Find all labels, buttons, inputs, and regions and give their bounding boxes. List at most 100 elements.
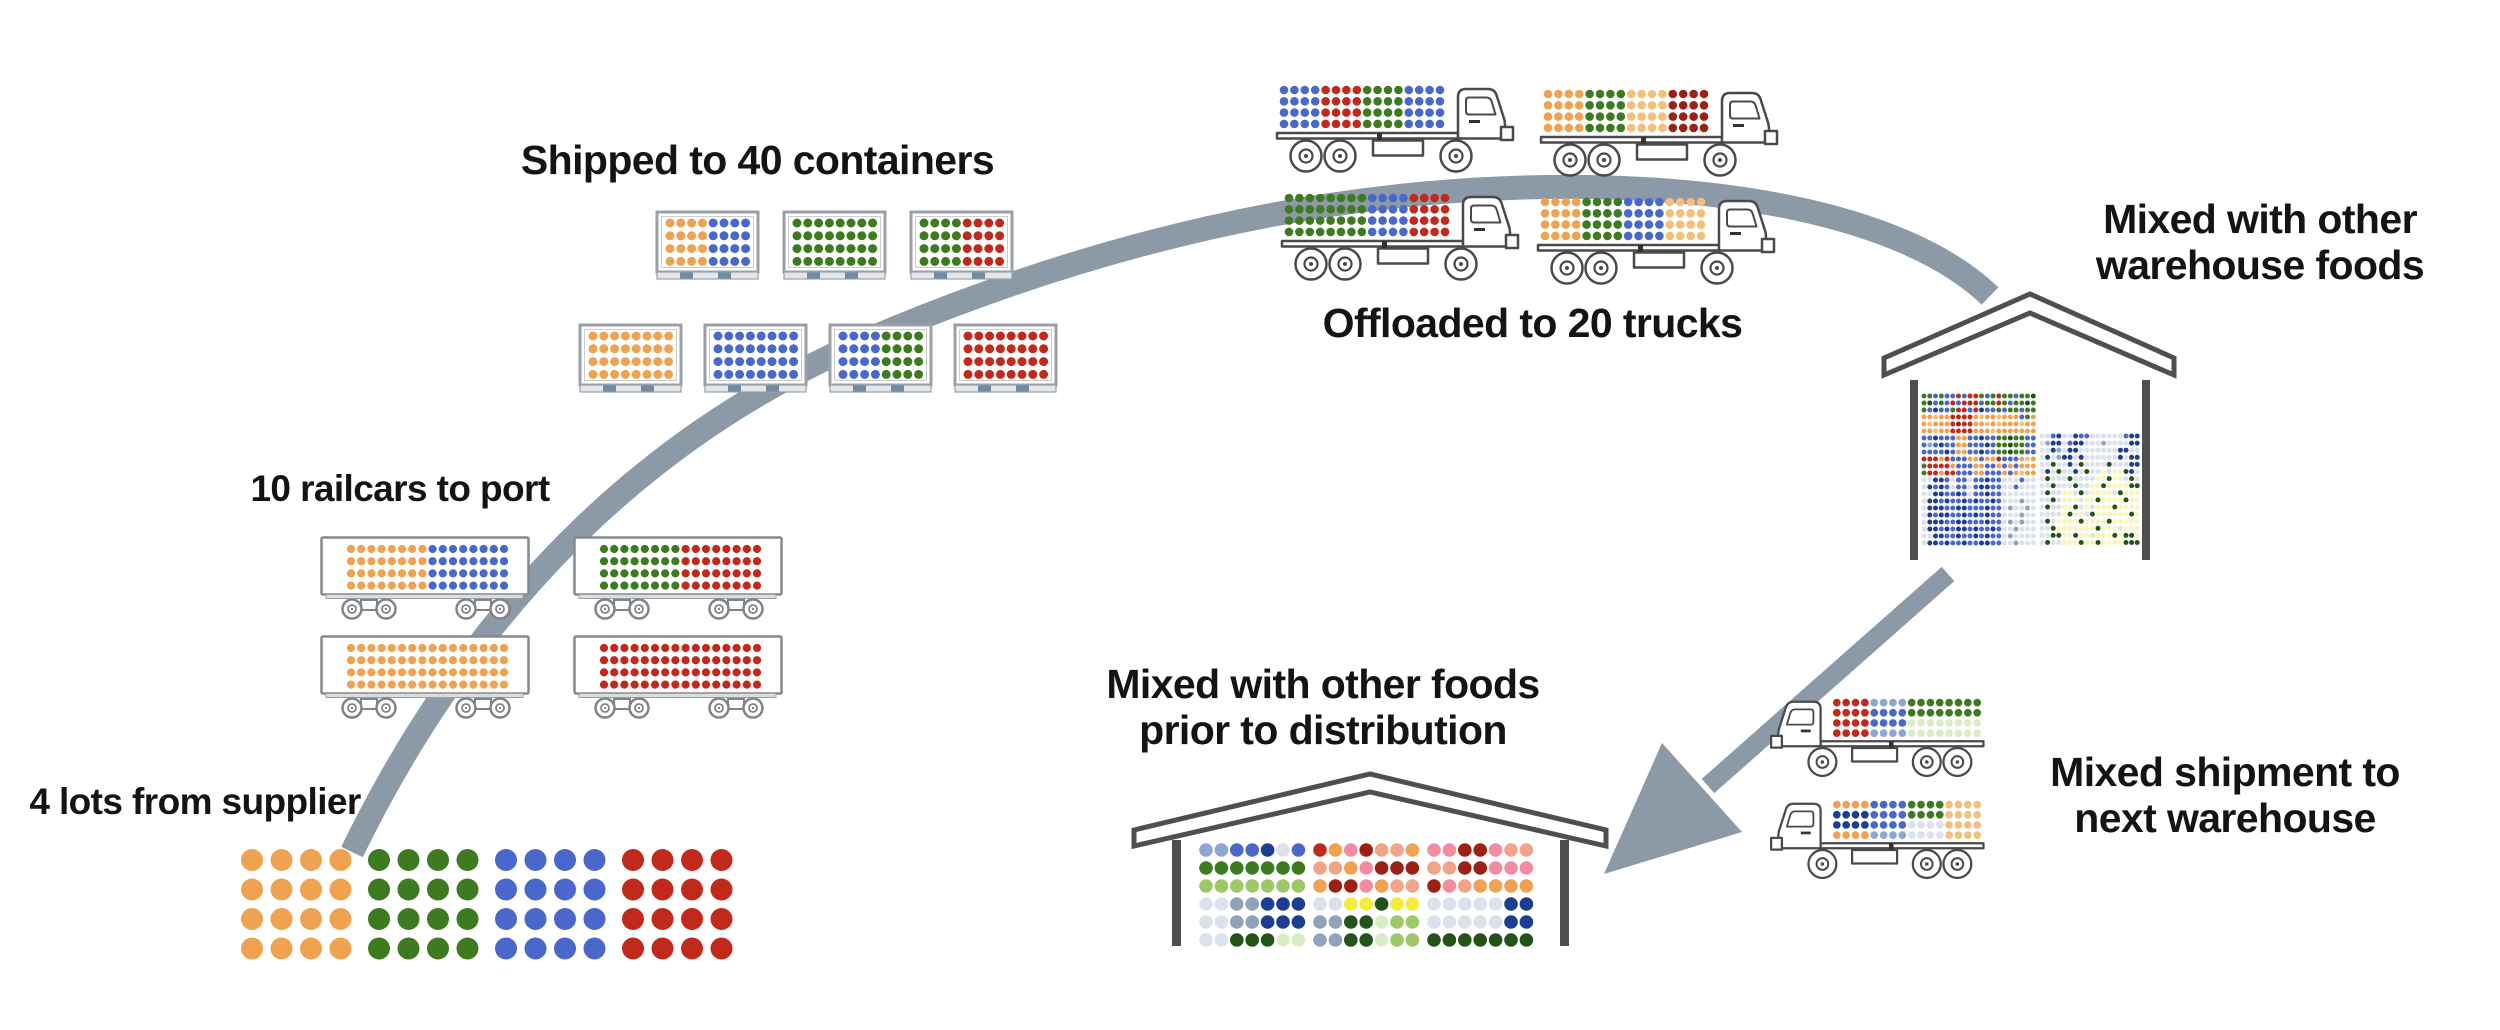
warehouse-wall (1560, 840, 1569, 946)
cargo-dots (1543, 89, 1709, 133)
truck-window (1726, 208, 1758, 228)
truck-wheel (1294, 247, 1328, 281)
label-mixed-warehouse: Mixed with other warehouse foods (2045, 196, 2475, 289)
railcar (320, 536, 530, 620)
warehouse (1881, 291, 2177, 560)
truck-wheel (1703, 143, 1737, 177)
container-foot (728, 385, 741, 392)
container-foot (853, 385, 866, 392)
truck-wheel (1439, 139, 1473, 173)
railcar (573, 635, 783, 719)
label-mixed-distribution: Mixed with other foods prior to distribu… (1078, 661, 1568, 754)
truck-flatbed (1275, 131, 1460, 140)
railcar-bogie (455, 598, 511, 620)
cargo-dots (368, 849, 479, 960)
label-railcars: 10 railcars to port (250, 468, 550, 509)
shipping-container (655, 210, 760, 280)
cargo-dots (346, 544, 509, 590)
container-foot (934, 272, 947, 279)
cargo-truck (1536, 197, 1776, 285)
railcar (573, 536, 783, 620)
truck-wheel (1700, 251, 1734, 285)
container-foot (718, 272, 731, 279)
cargo-dots (1832, 800, 1982, 839)
cargo-dots (665, 218, 751, 266)
cargo-dots (838, 331, 924, 379)
cargo-dots (2039, 433, 2140, 545)
truck-flatbed (1819, 842, 1985, 850)
label-trucks: Offloaded to 20 trucks (1322, 300, 1743, 346)
truck-chassis (1539, 91, 1779, 177)
railcar-bogie (455, 697, 511, 719)
cargo-dots (1199, 843, 1534, 947)
shipping-container (703, 323, 808, 393)
truck-wheel (1289, 139, 1323, 173)
railcar-bogie (594, 598, 650, 620)
truck-fuel-tank (1632, 251, 1686, 269)
container-foot (603, 385, 616, 392)
truck-wheel (1550, 251, 1584, 285)
label-containers: Shipped to 40 containers (520, 137, 995, 183)
label-mixed-shipment: Mixed shipment to next warehouse (1995, 749, 2455, 842)
container-foot (766, 385, 779, 392)
truck-wheel (1911, 746, 1942, 778)
truck-window (1465, 96, 1497, 116)
truck-window (1470, 204, 1502, 224)
truck-chassis (1536, 199, 1776, 285)
truck-flatbed (1536, 243, 1721, 252)
truck-fuel-tank (1635, 143, 1689, 161)
railcar-bogie (594, 697, 650, 719)
truck-wheel (1587, 143, 1621, 177)
cargo-dots (1540, 197, 1706, 241)
cargo-dots (919, 218, 1005, 266)
cargo-truck (1275, 85, 1515, 173)
truck-window (1785, 810, 1815, 828)
truck-wheel (1584, 251, 1618, 285)
label-line: Mixed with other foods (1106, 661, 1540, 707)
truck-window (1785, 708, 1815, 726)
shipping-container (578, 323, 683, 393)
truck-wheel (1911, 848, 1942, 880)
cargo-dots (599, 544, 762, 590)
container-foot (978, 385, 991, 392)
container-foot (807, 272, 820, 279)
truck-fuel-tank (1850, 848, 1899, 865)
warehouse-wall (2142, 380, 2150, 560)
truck-chassis (1769, 700, 1985, 778)
supplier-lot-dots (241, 849, 733, 960)
container-foot (680, 272, 693, 279)
truck-flatbed (1539, 135, 1724, 144)
shipping-container (953, 323, 1058, 393)
label-lots: 4 lots from supplier (29, 781, 361, 822)
label-line: warehouse foods (2095, 242, 2425, 289)
cargo-dots (1921, 393, 2036, 546)
cargo-dots (588, 331, 674, 379)
truck-window (1729, 100, 1761, 120)
railcar (320, 635, 530, 719)
cargo-truck (1769, 698, 1985, 778)
truck-chassis (1275, 87, 1515, 173)
truck-wheel (1807, 746, 1838, 778)
cargo-dots (792, 218, 878, 266)
truck-chassis (1280, 195, 1520, 281)
cargo-dots (346, 643, 509, 689)
cargo-dots (495, 849, 606, 960)
shipping-container (909, 210, 1014, 280)
warehouse-roof (1881, 291, 2177, 379)
cargo-truck (1539, 89, 1779, 177)
cargo-dots (713, 331, 799, 379)
railcar-bogie (708, 697, 764, 719)
cargo-dots (622, 849, 733, 960)
truck-flatbed (1819, 740, 1985, 748)
warehouse-wall (1172, 840, 1181, 946)
label-line: Mixed shipment to (2050, 749, 2400, 795)
railcar-bogie (708, 598, 764, 620)
truck-chassis (1769, 802, 1985, 880)
truck-fuel-tank (1371, 139, 1425, 157)
truck-wheel (1942, 848, 1973, 880)
truck-wheel (1942, 746, 1973, 778)
label-line: Mixed with other (2103, 196, 2417, 242)
shipping-container (828, 323, 933, 393)
